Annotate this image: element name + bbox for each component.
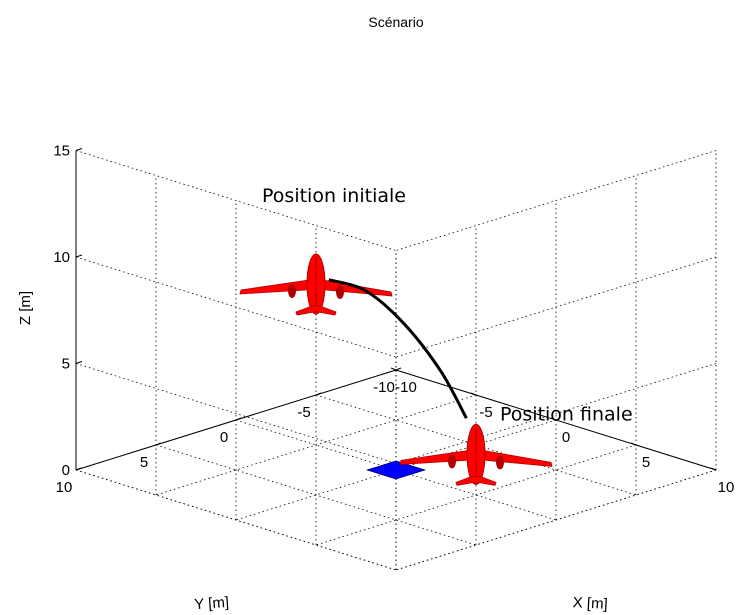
x-tick-label: 0 [562, 429, 570, 446]
aircraft-marker [399, 423, 553, 486]
y-tick-label: 0 [220, 429, 228, 446]
wall-grid-line [395, 363, 717, 464]
z-tick-mark [75, 148, 83, 151]
x-axis-label: X [m] [572, 594, 608, 613]
x-tick-label: 5 [642, 454, 650, 471]
aircraft-engine [496, 455, 504, 470]
wall-grid-line [75, 363, 397, 464]
trajectory-layer [328, 278, 468, 419]
landing-pad-layer [365, 460, 427, 480]
x-tick-mark [630, 442, 637, 446]
grid-lines [75, 150, 717, 571]
x-tick-mark [710, 467, 717, 471]
z-tick-label: 10 [53, 249, 70, 266]
wall-grid-line [395, 256, 717, 358]
z-tick-mark [75, 254, 83, 258]
x-tick-mark [550, 417, 557, 421]
aircraft-tail [295, 305, 337, 316]
x-tick-label: -5 [479, 404, 492, 421]
chart-title: Scénario [368, 14, 423, 30]
y-tick-label: -5 [297, 404, 310, 421]
z-axis-label: Z [m] [17, 291, 34, 325]
z-tick-label: 0 [62, 462, 70, 479]
y-tick-mark [155, 442, 162, 446]
y-tick-mark [235, 417, 242, 421]
y-tick-mark [395, 367, 402, 371]
x-tick-mark [470, 392, 477, 396]
wall-grid-line [75, 150, 397, 251]
y-tick-label: 10 [56, 479, 73, 496]
y-tick-label: 5 [140, 454, 148, 471]
wall-grid-line [395, 150, 717, 251]
aircraft-marker [239, 253, 393, 316]
aircraft-engine [336, 285, 344, 299]
x-tick-label: 10 [718, 479, 735, 496]
aircraft-left-wing [239, 279, 310, 295]
wall-grid-line [395, 469, 717, 571]
trajectory-line [328, 278, 468, 419]
aircraft-engine [448, 454, 456, 469]
z-tick-mark [75, 361, 83, 364]
y-tick-mark [315, 392, 322, 396]
landing-pad [365, 460, 427, 480]
annotation-initial-position: Position initiale [262, 185, 406, 207]
aircraft-right-wing [482, 449, 553, 467]
z-tick-label: 15 [53, 143, 70, 160]
aircraft-tail [455, 475, 497, 486]
z-tick-label: 5 [62, 356, 70, 373]
wall-grid-line [75, 469, 397, 571]
x-tick-label: -10 [395, 379, 417, 396]
annotation-final-position: Position finale [500, 403, 633, 425]
aircraft-engine [288, 284, 296, 298]
z-tick-mark [75, 467, 83, 471]
x-tick-mark [390, 367, 397, 371]
aircraft-left-wing [399, 449, 470, 465]
aircraft-layer [239, 253, 553, 486]
y-axis-label: Y [m] [194, 594, 230, 613]
wall-grid-line [75, 256, 397, 358]
y-tick-label: -10 [373, 379, 395, 396]
